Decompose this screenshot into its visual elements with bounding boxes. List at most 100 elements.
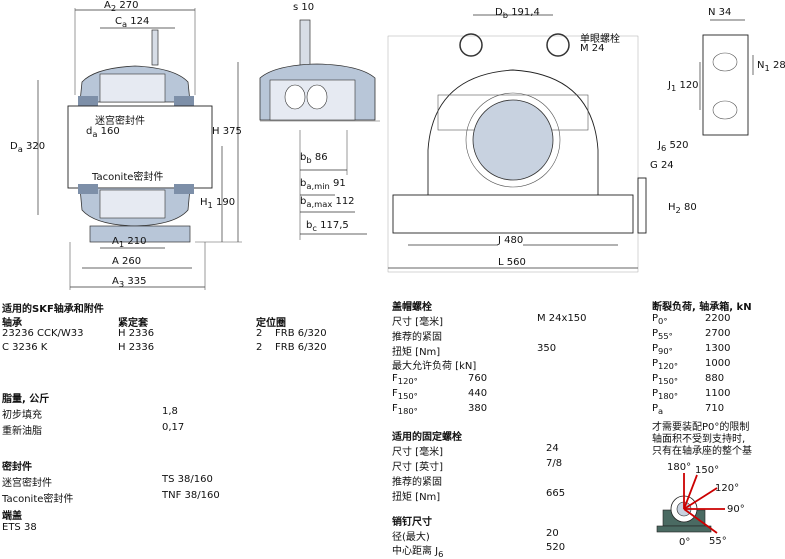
qty-row-2: 2 [256, 342, 263, 353]
seal-detail-drawing [259, 19, 380, 240]
p55-label: P55° [652, 328, 673, 341]
attach-size-in-value: 7/8 [546, 458, 563, 469]
p0-label: P0° [652, 313, 668, 326]
p120-value: 1000 [705, 358, 731, 369]
dowel-center-label: 中心距离 J6 [392, 546, 444, 559]
header-ring: 定位圈 [256, 318, 286, 329]
endcover-value: ETS 38 [2, 522, 37, 533]
dowel-center-value: 520 [546, 542, 566, 553]
cap-bolt-size-value: M 24x150 [537, 313, 587, 324]
ring-row-2: FRB 6/320 [275, 342, 327, 353]
pa-value: 710 [705, 403, 725, 414]
section-drawing [37, 8, 242, 290]
load-f150-value: 440 [468, 388, 488, 399]
dim-H: H 375 [212, 126, 242, 137]
grease-title: 脂量, 公斤 [2, 394, 50, 405]
ring-row-1: FRB 6/320 [275, 328, 327, 339]
sleeve-row-2: H 2336 [118, 342, 155, 353]
side-view-drawing [699, 19, 754, 136]
note-line-1: 才需要装配P0°的限制 [652, 422, 750, 433]
label-eyebolt: 单眼螺栓 [580, 34, 620, 45]
endcover-title: 端盖 [2, 511, 22, 522]
front-view-drawing [387, 14, 647, 273]
cap-torque-value: 350 [537, 343, 557, 354]
dim-h1: H1 190 [200, 197, 236, 210]
dim-n: N 34 [708, 7, 732, 18]
dim-bb: bb 86 [300, 152, 328, 165]
cap-bolt-size-label: 尺寸 [毫米] [392, 317, 443, 328]
p180-label: P180° [652, 388, 679, 401]
dim-j: J 480 [498, 235, 524, 246]
p120-label: P120° [652, 358, 679, 371]
attach-bolts-title: 适用的固定螺栓 [392, 432, 462, 443]
attach-torque-rec-label: 推荐的紧固 [392, 477, 442, 488]
note-line-2: 轴面积不受到支持时, [652, 434, 746, 445]
grease-initial-label: 初步填充 [2, 410, 42, 421]
angle-120: 120° [715, 483, 739, 494]
dim-j1: J1 120 [668, 80, 699, 93]
load-f150-label: F150° [392, 388, 418, 401]
attach-size-in-label: 尺寸 [英寸] [392, 462, 443, 473]
dim-n1: N1 28 [757, 60, 785, 73]
load-f120-label: F120° [392, 373, 418, 386]
p180-value: 1100 [705, 388, 731, 399]
bearings-title: 适用的SKF轴承和附件 [2, 304, 104, 315]
dim-a2: A2 270 [104, 0, 139, 13]
dim-db: Db 191,4 [495, 7, 540, 20]
angle-150: 150° [695, 465, 719, 476]
attach-torque-label: 扭矩 [Nm] [392, 492, 441, 503]
p150-value: 880 [705, 373, 725, 384]
note-line-3: 只有在轴承座的整个基 [652, 446, 752, 457]
bearing-row-1: 23236 CCK/W33 [2, 328, 84, 339]
bearing-row-2: C 3236 K [2, 342, 48, 353]
seals-title: 密封件 [2, 462, 32, 473]
dim-bc: bc 117,5 [306, 220, 349, 233]
angle-55: 55° [709, 536, 727, 547]
dim-s: s 10 [293, 2, 315, 13]
qty-row-1: 2 [256, 328, 263, 339]
load-direction-diagram: 180° 150° 120° 90° 55° 0° [656, 462, 745, 548]
attach-size-mm-value: 24 [546, 443, 559, 454]
max-load-label: 最大允许负荷 [kN] [392, 361, 477, 372]
dim-g: G 24 [650, 160, 674, 171]
label-labyrinth: 迷宫密封件 [95, 112, 145, 127]
attach-torque-value: 665 [546, 488, 566, 499]
dim-bamax: ba,max 112 [300, 196, 355, 209]
seal-taconite-value: TNF 38/160 [162, 490, 220, 501]
angle-0: 0° [679, 537, 690, 548]
seal-taconite-label: Taconite密封件 [2, 494, 74, 505]
dowel-dia-value: 20 [546, 528, 559, 539]
dim-j6: J6 520 [658, 140, 689, 153]
dim-l: L 560 [498, 257, 526, 268]
attach-size-mm-label: 尺寸 [毫米] [392, 447, 443, 458]
load-f180-value: 380 [468, 403, 488, 414]
cap-torque-rec-label: 推荐的紧固 [392, 332, 442, 343]
seal-labyrinth-value: TS 38/160 [162, 474, 213, 485]
load-f180-label: F180° [392, 403, 418, 416]
dim-ca: Ca 124 [115, 16, 150, 29]
breaking-load-title: 断裂负荷, 轴承箱, kN [652, 302, 752, 313]
p0-value: 2200 [705, 313, 731, 324]
angle-90: 90° [727, 504, 745, 515]
grease-relube-value: 0,17 [162, 422, 185, 433]
dim-h2: H2 80 [668, 202, 697, 215]
load-f120-value: 760 [468, 373, 488, 384]
dim-a1: A1 210 [112, 236, 147, 249]
dim-a: A 260 [112, 256, 142, 267]
angle-180: 180° [667, 462, 691, 473]
grease-initial-value: 1,8 [162, 406, 178, 417]
pa-label: Pa [652, 403, 664, 416]
cap-bolts-title: 盖帽螺栓 [392, 302, 432, 313]
cap-torque-label: 扭矩 [Nm] [392, 347, 441, 358]
p90-value: 1300 [705, 343, 731, 354]
dowel-dia-label: 径(最大) [392, 532, 430, 543]
header-bearing: 轴承 [2, 318, 22, 329]
header-sleeve: 紧定套 [118, 318, 148, 329]
dim-Da: Da 320 [10, 141, 46, 154]
dim-a3: A3 335 [112, 276, 147, 289]
sleeve-row-1: H 2336 [118, 328, 155, 339]
dim-da-small: da 160 [86, 126, 120, 139]
label-eyebolt-size: M 24 [580, 43, 605, 54]
p90-label: P90° [652, 343, 673, 356]
p55-value: 2700 [705, 328, 731, 339]
